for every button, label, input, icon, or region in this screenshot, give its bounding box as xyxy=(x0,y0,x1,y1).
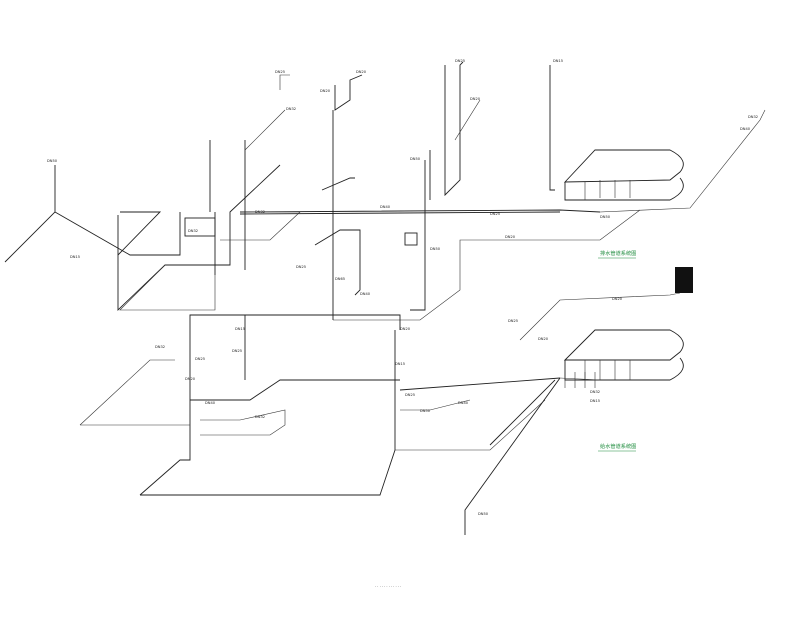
lower-valve-cluster xyxy=(559,372,601,388)
tag-22: DN20 xyxy=(400,327,411,331)
tag-03: DN20 xyxy=(356,70,367,74)
tag-39: DN65 xyxy=(335,277,345,281)
tag-34: DN40 xyxy=(740,127,751,131)
upper-central-loop xyxy=(314,177,361,296)
lower-left-loop xyxy=(79,359,190,426)
tag-07: DN15 xyxy=(553,59,563,63)
lower-main-run xyxy=(139,314,396,496)
tag-05: DN20 xyxy=(320,89,331,93)
upper-system-title: 排水管道系统图 xyxy=(600,249,636,257)
tag-36: DN25 xyxy=(232,349,242,353)
tag-27: DN50 xyxy=(420,409,431,413)
upper-main-header-parallel xyxy=(239,211,561,215)
upper-equipment-box xyxy=(184,217,216,237)
tag-14: DN50 xyxy=(410,157,421,161)
tag-02: DN25 xyxy=(275,70,285,74)
upper-floor-mid xyxy=(220,211,301,241)
tag-40: DN50 xyxy=(430,247,441,251)
tag-24: DN40 xyxy=(205,401,216,405)
upper-floor-left xyxy=(119,264,216,311)
upper-diagonal-a xyxy=(244,74,290,151)
tag-32: DN15 xyxy=(590,399,600,403)
upper-central-lower xyxy=(333,209,641,321)
upper-tank-unit xyxy=(563,149,684,201)
tag-35: DN32 xyxy=(748,115,758,119)
tag-28: DN40 xyxy=(458,401,469,405)
lower-mid-loop xyxy=(200,409,286,436)
tag-33: DN50 xyxy=(478,512,489,516)
upper-left-branch xyxy=(117,164,281,312)
lower-right-loop xyxy=(395,399,546,451)
tag-15: DN40 xyxy=(360,292,371,296)
upper-left-run xyxy=(4,165,181,263)
tag-31: DN32 xyxy=(590,390,600,394)
water-tank-icon xyxy=(675,267,693,293)
tag-19: DN20 xyxy=(612,297,623,301)
tag-29: DN25 xyxy=(508,319,518,323)
upper-riser-central xyxy=(332,74,363,320)
tag-25: DN32 xyxy=(255,415,265,419)
lower-system xyxy=(79,267,693,535)
tag-12: DN20 xyxy=(505,235,516,239)
tag-06: DN25 xyxy=(455,59,465,63)
upper-main-header xyxy=(239,209,601,213)
tag-10: DN40 xyxy=(380,205,391,209)
upper-riser-right-b xyxy=(549,65,555,191)
upper-system xyxy=(4,61,766,321)
upper-right-diag xyxy=(454,99,766,213)
tag-21: DN25 xyxy=(195,357,205,361)
lower-header xyxy=(235,314,401,330)
tag-09: DN32 xyxy=(255,210,265,214)
lower-tank-unit xyxy=(563,329,684,381)
tag-18: DN50 xyxy=(600,215,611,219)
pipe-size-tags: DN50 DN25 DN20 DN32 DN20 DN25 DN15 DN20 … xyxy=(47,59,758,516)
upper-left-box xyxy=(117,211,162,256)
upper-riser-right-c xyxy=(410,150,431,311)
tag-38: DN15 xyxy=(395,362,405,366)
upper-riser-a xyxy=(209,140,246,275)
tag-11: DN25 xyxy=(490,212,500,216)
lower-riser-right xyxy=(464,377,561,535)
tag-23: DN15 xyxy=(235,327,245,331)
tag-13: DN15 xyxy=(70,255,80,259)
upper-riser-right-a xyxy=(444,61,464,197)
lower-system-title: 给水管道系统图 xyxy=(600,442,636,450)
tag-26: DN25 xyxy=(405,393,415,397)
lower-cross-run xyxy=(190,377,561,401)
lower-right-feed xyxy=(519,292,681,341)
tag-37: DN20 xyxy=(185,377,196,381)
tag-16: DN32 xyxy=(188,229,198,233)
footer-note: · · · · · · · · · · · · xyxy=(375,585,401,589)
tag-08: DN20 xyxy=(470,97,481,101)
tag-30: DN20 xyxy=(538,337,549,341)
tag-01: DN50 xyxy=(47,159,58,163)
tag-04: DN32 xyxy=(286,107,296,111)
upper-valve-box xyxy=(404,232,418,246)
tag-17: DN25 xyxy=(296,265,306,269)
tag-20: DN32 xyxy=(155,345,165,349)
